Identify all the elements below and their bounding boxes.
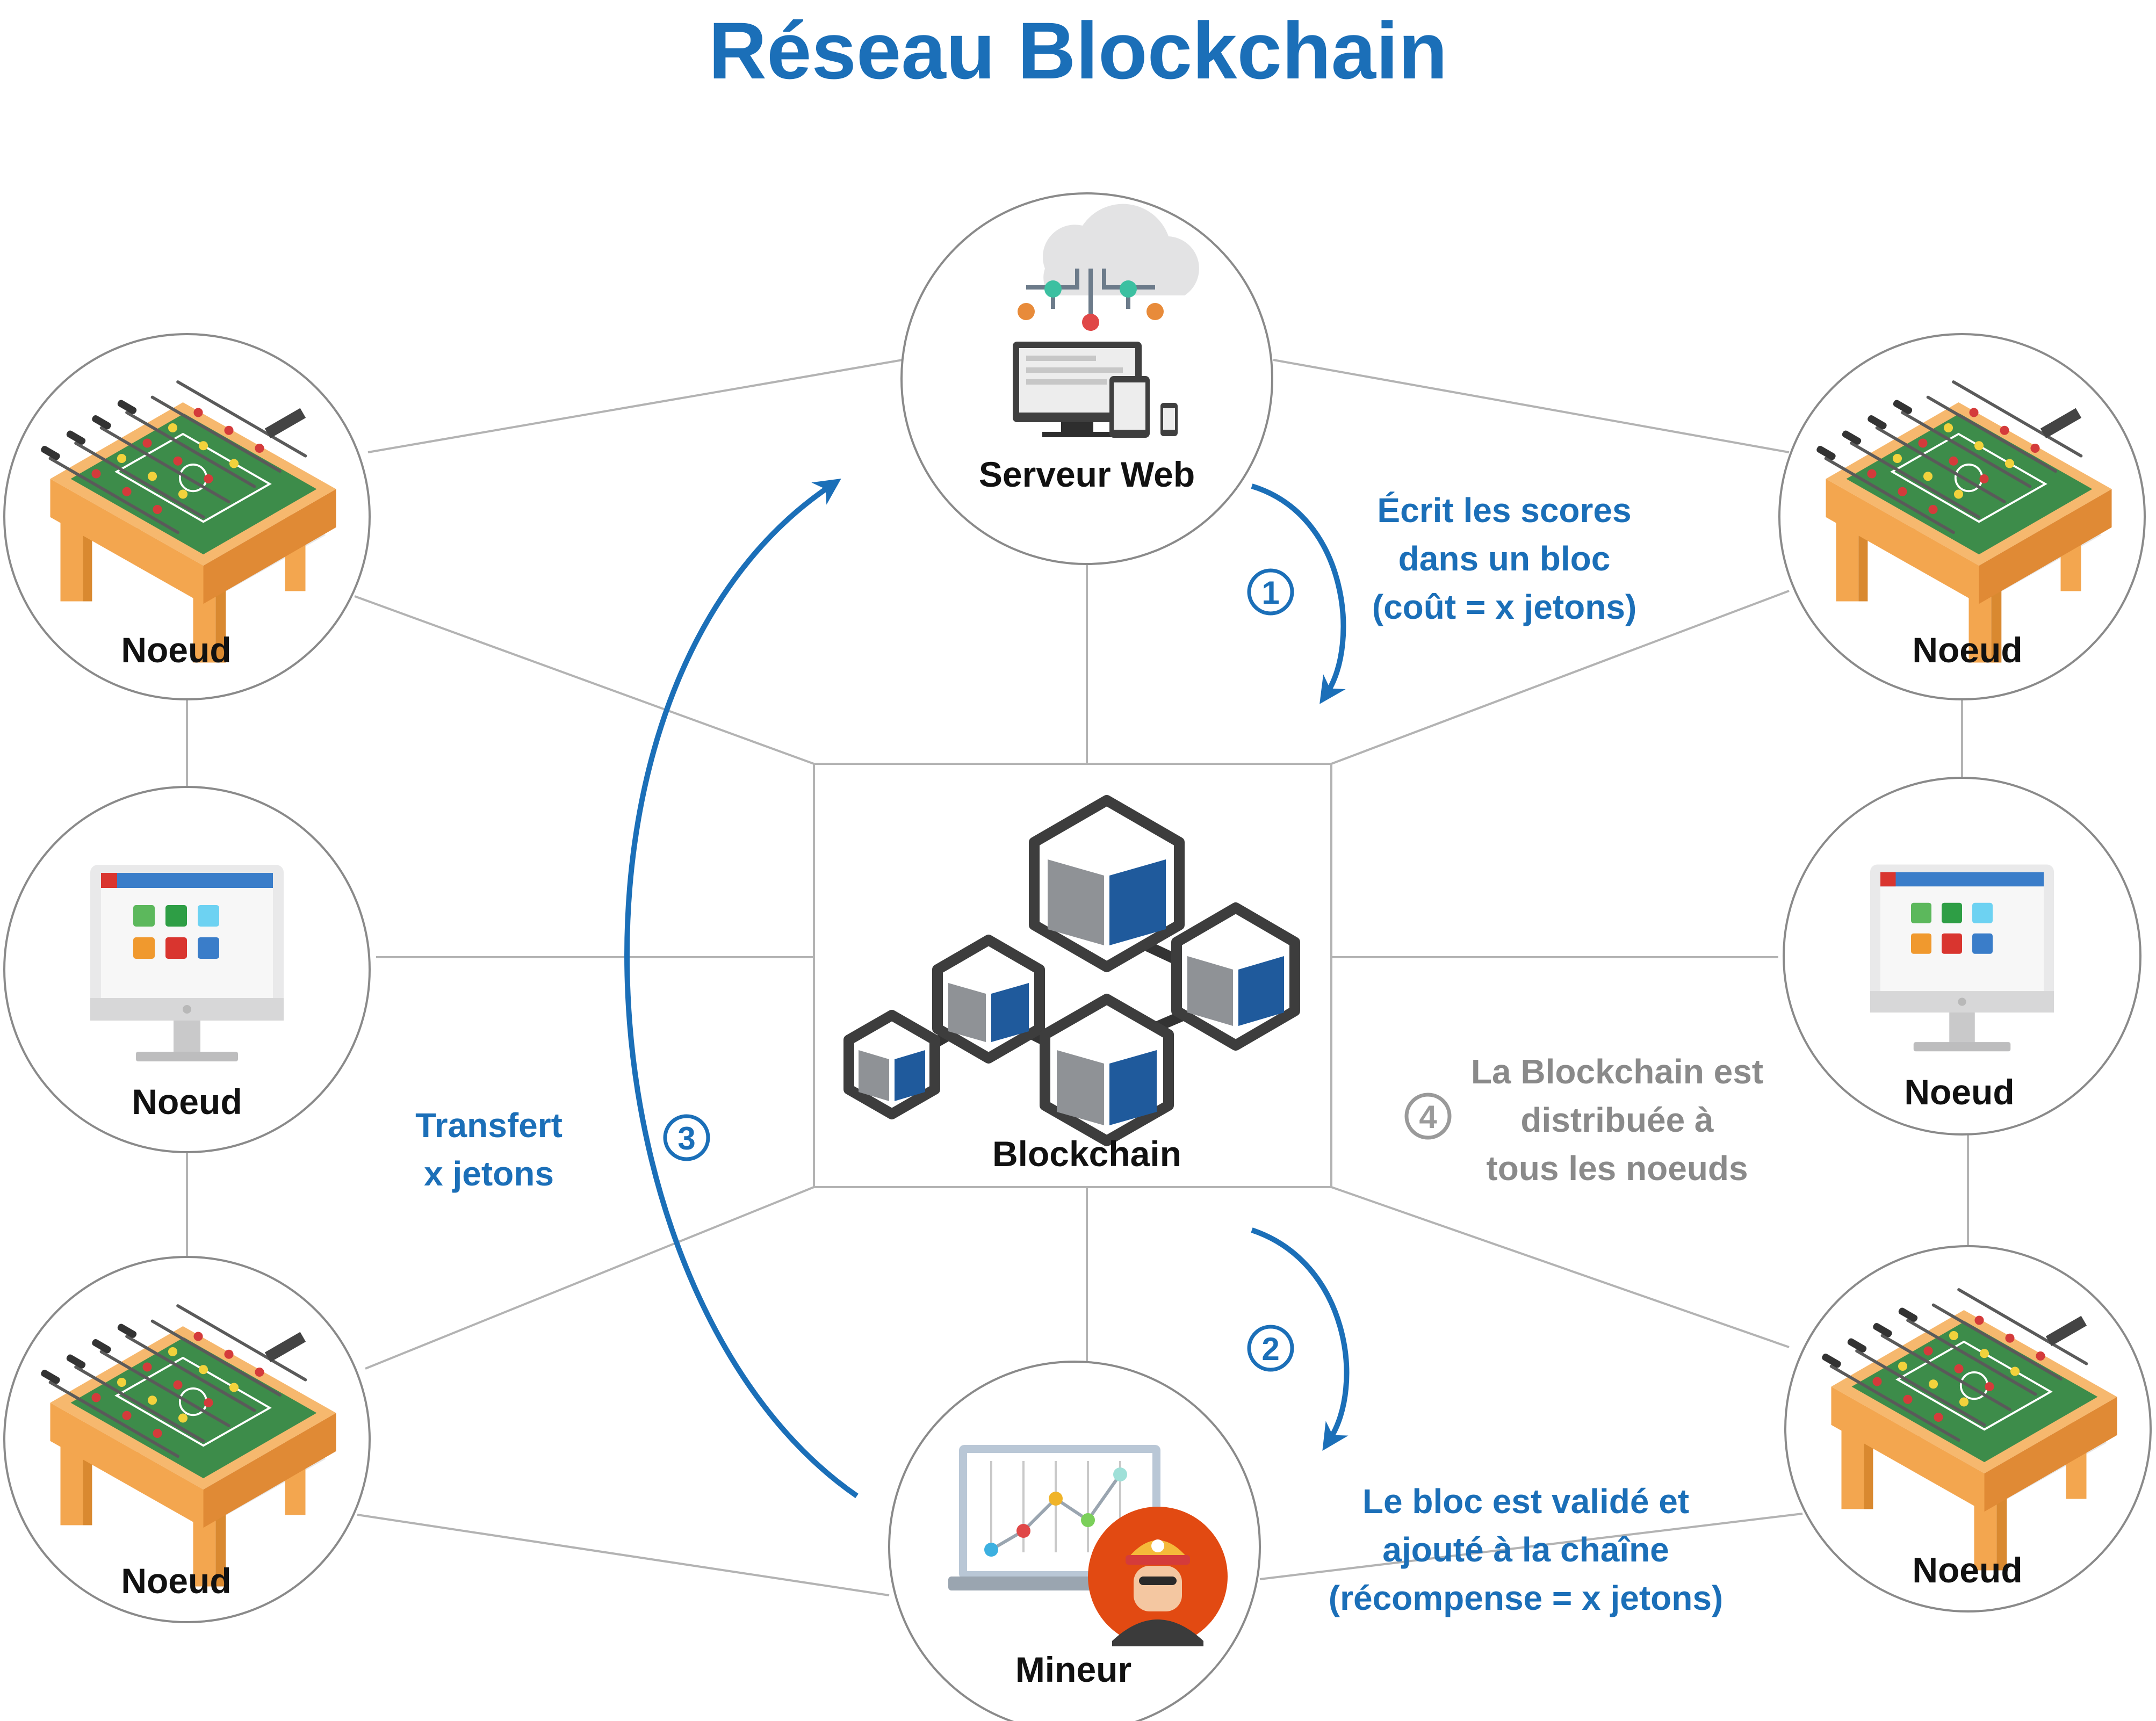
- miner-laptop-icon: [948, 1445, 1228, 1646]
- step2-line: (récompense = x jetons): [1328, 1579, 1724, 1617]
- step4-text: La Blockchain est distribuée à tous les …: [1402, 1047, 1832, 1192]
- step4-number: 4: [1419, 1099, 1437, 1135]
- step2-line: ajouté à la chaîne: [1382, 1530, 1669, 1569]
- node-label-top-right: Noeud: [1912, 630, 2023, 670]
- step3-line: x jetons: [424, 1154, 554, 1193]
- arrow-step2: [1251, 1227, 1350, 1451]
- step2-text: Le bloc est validé et ajouté à la chaîne…: [1279, 1477, 1773, 1622]
- miner-label: Mineur: [1015, 1650, 1132, 1689]
- step-badges: 1 2 3 4: [663, 568, 1452, 1372]
- web-server-label: Serveur Web: [978, 454, 1195, 494]
- step3-number: 3: [677, 1120, 695, 1156]
- step1-text: Écrit les scores dans un bloc (coût = x …: [1289, 486, 1719, 631]
- arrow-step3: [624, 478, 859, 1499]
- step1-line: dans un bloc: [1398, 539, 1611, 578]
- step4-line: distribuée à: [1520, 1101, 1714, 1139]
- step4-line: tous les noeuds: [1486, 1149, 1748, 1188]
- node-label-bottom-left: Noeud: [121, 1561, 232, 1601]
- step4-line: La Blockchain est: [1470, 1052, 1764, 1091]
- node-label-bottom-right: Noeud: [1912, 1550, 2023, 1590]
- arrow-step1: [1251, 483, 1346, 704]
- network-lines: [186, 359, 1969, 1596]
- flow-arrows: [624, 478, 1350, 1499]
- node-label-top-left: Noeud: [121, 630, 232, 670]
- blockchain-label: Blockchain: [992, 1134, 1182, 1174]
- step2-number: 2: [1261, 1331, 1279, 1367]
- step1-line: Écrit les scores: [1377, 491, 1632, 530]
- node-label-mid-left: Noeud: [132, 1082, 242, 1122]
- step1-number: 1: [1261, 575, 1279, 611]
- node-label-mid-right: Noeud: [1904, 1072, 2015, 1112]
- step3-line: Transfert: [415, 1106, 563, 1145]
- step2-line: Le bloc est validé et: [1362, 1482, 1690, 1521]
- page-title: Réseau Blockchain: [708, 5, 1448, 96]
- cloud-devices-icon: [1013, 204, 1199, 438]
- step3-text: Transfert x jetons: [355, 1101, 623, 1198]
- blockchain-icon: [843, 795, 1300, 1146]
- step1-line: (coût = x jetons): [1372, 588, 1637, 626]
